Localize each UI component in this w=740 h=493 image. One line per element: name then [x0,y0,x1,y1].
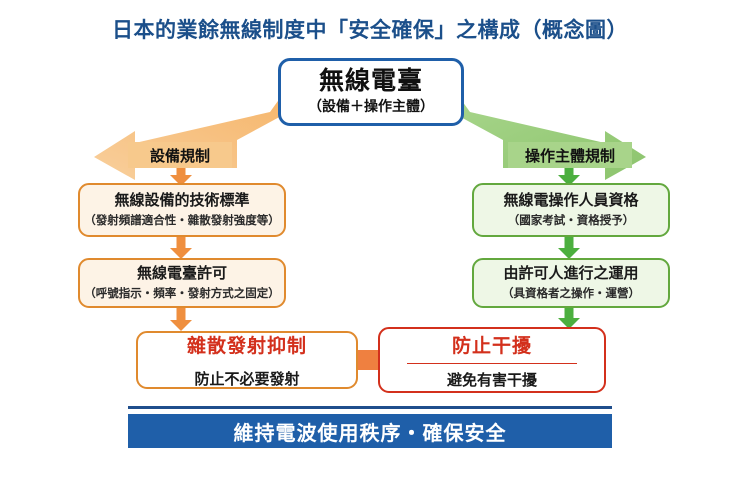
right-step-2-licensed-operation: 由許可人進行之運用 （具資格者之操作・運營） [472,258,670,308]
central-node-subtitle: （設備＋操作主體） [308,98,434,115]
connector-left-step1-to-step2 [170,236,192,260]
outcome-left-body: 防止不必要發射 [194,371,300,388]
outcome-left-title: 雜散發射抑制 [186,336,307,357]
left-branch-label: 設備規制 [128,142,232,168]
right-step-2-title: 由許可人進行之運用 [503,264,639,282]
left-step-2-detail: （呼號指示・頻率・發射方式之固定） [84,288,280,301]
summary-banner-text: 維持電波使用秩序・確保安全 [233,422,507,445]
left-step-2-title: 無線電臺許可 [136,264,227,282]
left-step-1-technical-standards: 無線設備的技術標準 （發射頻譜適合性・雜散發射強度等） [78,183,286,237]
right-step-1-operator-qualification: 無線電操作人員資格 （國家考試・資格授予） [472,183,670,237]
outcome-right-title: 防止干擾 [451,335,532,357]
connector-right-step1-to-step2 [558,236,580,260]
central-node-radio-station: 無線電臺 （設備＋操作主體） [278,58,464,126]
summary-banner: 維持電波使用秩序・確保安全 [128,414,612,448]
outcome-right-body: 避免有害干擾 [446,371,537,389]
right-step-1-title: 無線電操作人員資格 [503,191,639,209]
outcome-link-bar [357,350,381,370]
connector-left-step2-to-outcome [170,307,192,333]
right-step-1-detail: （國家考試・資格授予） [507,215,635,228]
page-title: 日本的業餘無線制度中「安全確保」之構成（概念圖） [112,19,628,42]
outcome-right-divider [406,362,578,364]
left-step-1-detail: （發射頻譜適合性・雜散發射強度等） [84,215,280,228]
right-branch-label: 操作主體規制 [508,142,632,168]
banner-top-rule [128,406,612,409]
outcome-left-spurious-emission-suppression: 雜散發射抑制 防止不必要發射 [136,331,358,389]
central-node-title: 無線電臺 [318,66,423,95]
connector-right-step2-to-outcome [558,307,580,331]
left-step-2-station-license: 無線電臺許可 （呼號指示・頻率・發射方式之固定） [78,258,286,308]
right-step-2-detail: （具資格者之操作・運營） [502,288,640,301]
left-step-1-title: 無線設備的技術標準 [114,191,250,209]
outcome-right-interference-prevention: 防止干擾 避免有害干擾 [378,327,606,393]
